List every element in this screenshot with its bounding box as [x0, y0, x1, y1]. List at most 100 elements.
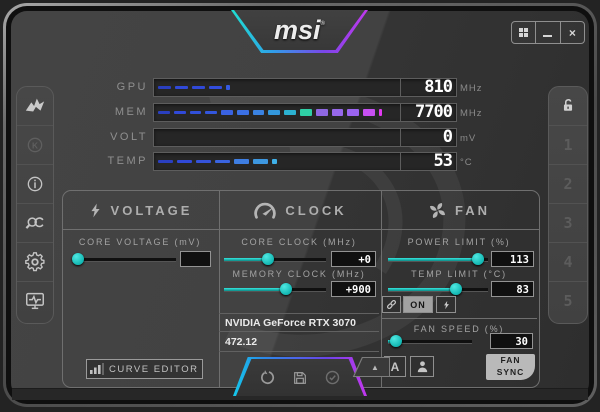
fan-speed-value[interactable]: 30 — [490, 333, 533, 349]
fan-sync-button[interactable]: FAN SYNC — [486, 354, 535, 380]
minimize-icon — [543, 34, 553, 37]
slider-knob[interactable] — [72, 253, 84, 265]
gauge-segment — [284, 109, 297, 116]
voltage-panel-title: VOLTAGE — [110, 202, 193, 218]
power-limit-slider[interactable] — [388, 253, 488, 265]
profile-slot-2[interactable]: 2 — [549, 165, 587, 204]
gauge-segment — [378, 109, 383, 116]
temp-limit-value[interactable]: 83 — [491, 281, 534, 297]
gauge-segment — [175, 86, 189, 89]
gauge-segment — [158, 111, 170, 114]
core-clock-value[interactable]: +0 — [331, 251, 376, 267]
gauge-temp-segments — [158, 153, 398, 170]
profile-slot-3[interactable]: 3 — [549, 204, 587, 243]
msi-dragon-icon[interactable] — [17, 87, 53, 126]
memory-clock-value[interactable]: +900 — [331, 281, 376, 297]
gauge-gpu-unit: MHz — [460, 83, 483, 94]
msi-logo-text: msi® — [274, 14, 325, 45]
gauge-gpu-bar: 810 — [153, 77, 457, 97]
gauge-segment — [331, 109, 344, 116]
gauge-segment — [315, 109, 328, 116]
gauge-volt-bar: 0 — [153, 127, 457, 147]
core-clock-slider[interactable] — [224, 253, 326, 265]
user-icon — [417, 361, 427, 373]
expand-tray-button[interactable]: ▲ — [352, 357, 390, 377]
gauge-segment — [234, 159, 250, 164]
gauge-volt: VOLT 0 mV — [0, 127, 600, 147]
bar-chart-icon — [90, 363, 104, 375]
driver-version: 472.12 — [219, 331, 379, 352]
core-clock-label: CORE CLOCK (MHz) — [241, 237, 357, 247]
gauge-segment — [189, 110, 202, 115]
gauge-segment — [236, 110, 249, 115]
windows-logo-icon — [519, 28, 529, 37]
windows-menu-button[interactable] — [512, 22, 535, 43]
apply-check-icon[interactable] — [324, 369, 341, 386]
limit-link-on-toggle[interactable]: ON — [403, 296, 433, 313]
memory-clock-label: MEMORY CLOCK (MHz) — [232, 269, 366, 279]
clock-panel-title: CLOCK — [285, 202, 347, 218]
gauge-segment — [205, 110, 218, 115]
gauge-segment — [177, 160, 193, 163]
slider-knob[interactable] — [472, 253, 485, 265]
slider-knob[interactable] — [279, 283, 292, 295]
settings-gear-icon[interactable] — [17, 243, 53, 282]
gauge-segment — [221, 110, 233, 115]
gauge-volt-value: 0 — [442, 127, 453, 147]
information-icon[interactable] — [17, 165, 53, 204]
core-voltage-slider[interactable] — [72, 253, 176, 265]
gauge-segment — [252, 110, 265, 115]
power-limit-value[interactable]: 113 — [491, 251, 534, 267]
gauge-temp-bar: 53 — [153, 151, 457, 171]
boost-limit-button[interactable] — [436, 296, 456, 313]
fan-icon — [429, 202, 446, 218]
slider-knob[interactable] — [261, 253, 274, 265]
gauge-mem-label: MEM — [114, 106, 148, 118]
gauge-segment — [268, 109, 281, 116]
voltage-panel-header: VOLTAGE — [66, 199, 214, 221]
link-limits-button[interactable] — [382, 296, 401, 313]
minimize-button[interactable] — [535, 22, 559, 43]
profile-lock-icon[interactable] — [549, 87, 587, 126]
save-icon[interactable] — [292, 370, 308, 386]
core-voltage-value[interactable] — [180, 251, 211, 267]
lightning-bolt-icon — [443, 300, 449, 309]
slider-knob[interactable] — [390, 335, 403, 347]
temp-limit-label: TEMP LIMIT (°C) — [411, 269, 507, 279]
gauge-segment — [196, 159, 212, 164]
kombustor-icon[interactable]: K — [17, 126, 53, 165]
gauge-gpu-segments — [158, 79, 398, 96]
window-controls: × — [511, 21, 585, 44]
gauge-segment — [300, 109, 312, 116]
profile-slot-4[interactable]: 4 — [549, 243, 587, 282]
gauge-mem-value: 7700 — [415, 102, 453, 122]
hardware-monitor-icon[interactable] — [17, 282, 53, 320]
gauge-gpu-value: 810 — [424, 77, 453, 97]
gauge-segment — [215, 159, 231, 164]
temp-limit-slider[interactable] — [388, 283, 488, 295]
gauge-volt-unit: mV — [460, 133, 477, 144]
curve-editor-button[interactable]: CURVE EDITOR — [86, 359, 203, 379]
curve-editor-label: CURVE EDITOR — [109, 363, 199, 375]
profile-slot-5[interactable]: 5 — [563, 292, 573, 310]
fan-speed-slider[interactable] — [388, 335, 472, 347]
lightning-bolt-icon — [90, 203, 100, 217]
gauge-segment — [158, 160, 174, 163]
close-button[interactable]: × — [559, 22, 584, 43]
fan-user-profile-button[interactable] — [410, 356, 434, 377]
action-tray — [233, 357, 367, 396]
close-icon: × — [568, 25, 576, 40]
fan-panel-header: FAN — [382, 199, 536, 221]
fan-panel-title: FAN — [455, 202, 490, 218]
gauge-segment — [347, 109, 360, 116]
gpu-name: NVIDIA GeForce RTX 3070 — [219, 313, 379, 331]
slider-knob[interactable] — [449, 283, 462, 295]
oc-scanner-icon[interactable] — [17, 204, 53, 243]
gauge-volt-segments — [158, 129, 398, 146]
profile-slot-1[interactable]: 1 — [549, 126, 587, 165]
left-toolbar: K — [16, 86, 54, 324]
reset-icon[interactable] — [259, 369, 276, 386]
gauge-segment — [253, 159, 269, 164]
memory-clock-slider[interactable] — [224, 283, 326, 295]
